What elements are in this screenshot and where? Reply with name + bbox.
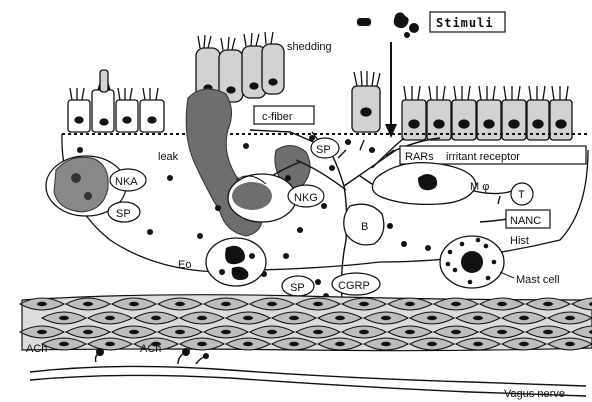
muscle-cell-nucleus xyxy=(175,302,185,306)
muscle-cell-nucleus xyxy=(497,330,507,334)
irritant-receptor-label: irritant receptor xyxy=(446,151,520,163)
nkg-label: NKG xyxy=(294,192,318,204)
muscle-cell-nucleus xyxy=(37,330,47,334)
muscle-cell-nucleus xyxy=(497,302,507,306)
mast-cell-pointer xyxy=(500,272,514,278)
muscle-cell-nucleus xyxy=(221,302,231,306)
muscle-cell-nucleus xyxy=(289,342,299,346)
muscle-cell-nucleus xyxy=(473,342,483,346)
muscle-cell-nucleus xyxy=(105,316,115,320)
muscle-cell-nucleus xyxy=(221,330,231,334)
muscle-cell-nucleus xyxy=(565,316,575,320)
muscle-cell-nucleus xyxy=(197,342,207,346)
muscle-cell-nucleus xyxy=(59,316,69,320)
leak-label: leak xyxy=(158,151,179,163)
muscle-cell-nucleus xyxy=(359,302,369,306)
muscle-cell-nucleus xyxy=(335,316,345,320)
nanc-label: NANC xyxy=(510,215,541,227)
muscle-cell-nucleus xyxy=(427,342,437,346)
muscle-cell-nucleus xyxy=(243,316,253,320)
rars-label: RARs xyxy=(405,151,434,163)
muscle-cell-nucleus xyxy=(381,316,391,320)
mast-cell-label: Mast cell xyxy=(516,274,559,286)
muscle-cell-nucleus xyxy=(313,302,323,306)
ach-left-label: ACh xyxy=(26,343,47,355)
cgrp-label: CGRP xyxy=(338,280,370,292)
epithelium-left xyxy=(68,70,164,132)
stimuli-arrowhead xyxy=(385,124,397,138)
muscle-cell-nucleus xyxy=(405,330,415,334)
muscle-cell-nucleus xyxy=(267,330,277,334)
muscle-cell-nucleus xyxy=(105,342,115,346)
stimuli-label: Stimuli xyxy=(436,16,494,30)
muscle-cell-nucleus xyxy=(197,316,207,320)
muscle-cell-nucleus xyxy=(313,330,323,334)
muscle-cell-nucleus xyxy=(405,302,415,306)
epithelium-right xyxy=(402,86,572,140)
muscle-cell-nucleus xyxy=(83,330,93,334)
b-cell-label: B xyxy=(361,221,368,233)
muscle-cell-nucleus xyxy=(129,302,139,306)
muscle-cell-nucleus xyxy=(59,342,69,346)
muscle-cell-nucleus xyxy=(565,342,575,346)
m-phi-label: M φ xyxy=(470,181,489,193)
eo-label: Eo xyxy=(178,259,191,271)
sp-lower-label: SP xyxy=(290,282,305,294)
muscle-cell-nucleus xyxy=(519,342,529,346)
stimuli-particles xyxy=(357,12,419,38)
hist-label: Hist xyxy=(510,235,529,247)
shedding-label: shedding xyxy=(287,41,332,53)
eosinophil xyxy=(206,238,266,286)
muscle-cell-nucleus xyxy=(267,302,277,306)
sp-upper-label: SP xyxy=(316,144,331,156)
c-fiber-label: c-fiber xyxy=(262,111,293,123)
muscle-cell-nucleus xyxy=(289,316,299,320)
muscle-cell-nucleus xyxy=(543,330,553,334)
nka-label: NKA xyxy=(115,176,138,188)
muscle-cell-nucleus xyxy=(175,330,185,334)
muscle-cell-nucleus xyxy=(335,342,345,346)
macrophage xyxy=(372,163,476,205)
muscle-cell-nucleus xyxy=(451,302,461,306)
muscle-cell-nucleus xyxy=(129,330,139,334)
vagus-nerve xyxy=(30,352,586,396)
muscle-cell-nucleus xyxy=(243,342,253,346)
muscle-cell-nucleus xyxy=(543,302,553,306)
smooth-muscle-layer xyxy=(20,295,592,351)
muscle-cell-nucleus xyxy=(519,316,529,320)
muscle-cell-nucleus xyxy=(151,316,161,320)
muscle-cell-nucleus xyxy=(473,316,483,320)
vagus-nerve-label: Vagus nerve xyxy=(504,388,565,400)
t-cell-label: T xyxy=(518,189,525,201)
muscle-cell-nucleus xyxy=(37,302,47,306)
mast-cell xyxy=(440,236,504,288)
muscle-cell-nucleus xyxy=(427,316,437,320)
muscle-cell-nucleus xyxy=(451,330,461,334)
nkg-cell xyxy=(228,174,296,222)
muscle-cell-nucleus xyxy=(359,330,369,334)
epithelium-middle xyxy=(352,71,380,132)
sp-left-label: SP xyxy=(116,208,131,220)
muscle-cell-nucleus xyxy=(83,302,93,306)
ach-right-label: ACh xyxy=(140,343,161,355)
muscle-cell-nucleus xyxy=(381,342,391,346)
